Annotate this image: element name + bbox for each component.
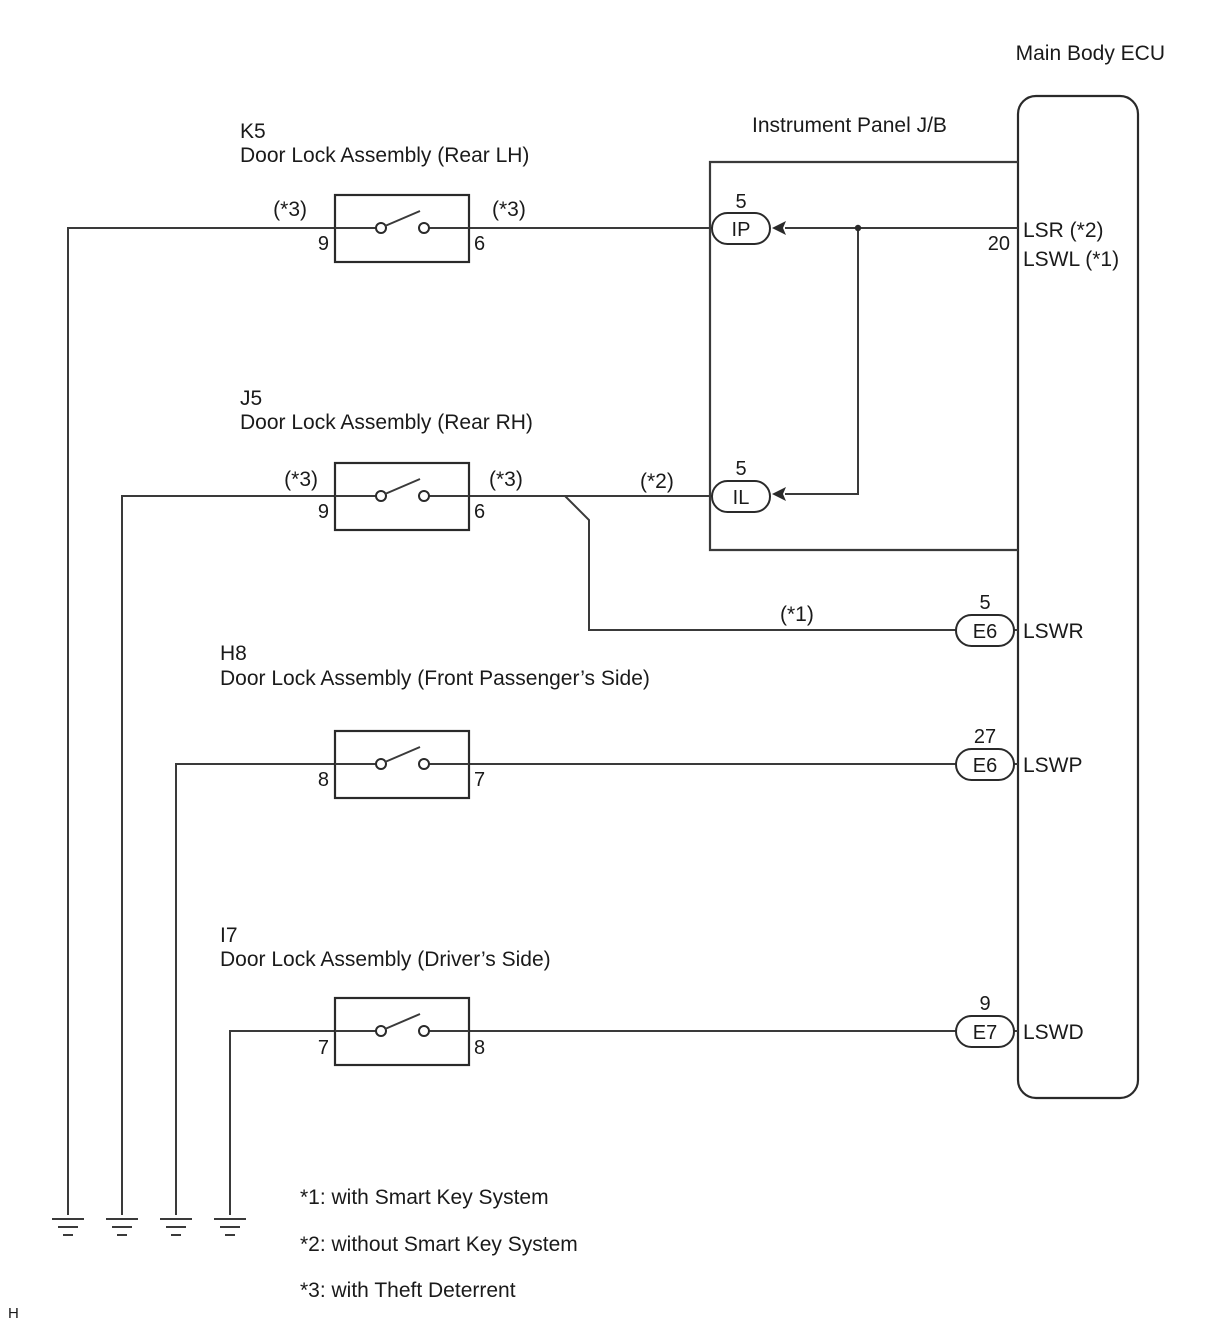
- connector-e7-lswd-pin: 9: [979, 993, 990, 1015]
- door-lock-switch-j5: [333, 461, 471, 532]
- j5-pin-right: 6: [474, 501, 485, 523]
- main-body-ecu: [1016, 94, 1140, 1100]
- connector-ip: IP: [711, 212, 786, 245]
- connector-e6-lswp-pin: 27: [974, 726, 996, 748]
- j5-note-il: (*2): [640, 470, 674, 493]
- junction-block-outline: [708, 160, 1018, 552]
- connector-ip-pin: 5: [735, 191, 746, 213]
- j5-note-right: (*3): [489, 468, 523, 491]
- ecu-signal-lswl: LSWL (*1): [1023, 248, 1119, 271]
- connector-il: IL: [711, 480, 786, 513]
- connector-il-name: IL: [733, 487, 750, 509]
- connector-e7-lswd: E7: [955, 1015, 1015, 1048]
- connector-e6-lswp: E6: [955, 748, 1015, 781]
- door-lock-switch-i7: [333, 996, 471, 1067]
- ecu-signal-lswd: LSWD: [1023, 1021, 1084, 1044]
- j5-note-left: (*3): [284, 468, 318, 491]
- connector-e7-lswd-name: E7: [973, 1022, 997, 1044]
- j5-name: Door Lock Assembly (Rear RH): [240, 411, 533, 434]
- ecu-signal-lswr: LSWR: [1023, 620, 1084, 643]
- connector-il-pin: 5: [735, 458, 746, 480]
- ground-symbol: [106, 1218, 138, 1236]
- ecu-signal-lswp: LSWP: [1023, 754, 1083, 777]
- k5-note-right: (*3): [492, 198, 526, 221]
- legend-note-2: *2: without Smart Key System: [300, 1233, 578, 1256]
- j5-note-lswr: (*1): [780, 603, 814, 626]
- j5-code: J5: [240, 387, 262, 410]
- connector-e6-lswr: E6: [955, 614, 1015, 647]
- signal-wires: [469, 227, 1018, 1032]
- h8-pin-right: 7: [474, 769, 485, 791]
- ground-wires: [67, 227, 335, 1215]
- k5-pin-right: 6: [474, 233, 485, 255]
- connector-ip-name: IP: [732, 219, 751, 241]
- connector-e6-lswr-pin: 5: [979, 592, 990, 614]
- k5-name: Door Lock Assembly (Rear LH): [240, 144, 529, 167]
- k5-note-left: (*3): [273, 198, 307, 221]
- ecu-signal-lsr: LSR (*2): [1023, 219, 1104, 242]
- k5-pin-left: 9: [318, 233, 329, 255]
- h8-code: H8: [220, 642, 247, 665]
- i7-pin-right: 8: [474, 1037, 485, 1059]
- legend-note-1: *1: with Smart Key System: [300, 1186, 549, 1209]
- ecu-pin-lsr: 20: [988, 233, 1010, 255]
- j5-pin-left: 9: [318, 501, 329, 523]
- h8-name: Door Lock Assembly (Front Passenger’s Si…: [220, 667, 650, 690]
- splice-point: [854, 224, 862, 232]
- ground-symbol: [52, 1218, 84, 1236]
- i7-name: Door Lock Assembly (Driver’s Side): [220, 948, 551, 971]
- junction-block-title: Instrument Panel J/B: [752, 114, 947, 137]
- door-lock-switch-h8: [333, 729, 471, 800]
- connector-e6-lswp-name: E6: [973, 755, 997, 777]
- h8-pin-left: 8: [318, 769, 329, 791]
- i7-code: I7: [220, 924, 238, 947]
- connector-e6-lswr-name: E6: [973, 621, 997, 643]
- door-lock-switch-k5: [333, 193, 471, 264]
- ground-symbol: [160, 1218, 192, 1236]
- legend-note-3: *3: with Theft Deterrent: [300, 1279, 516, 1302]
- ground-symbol: [214, 1218, 246, 1236]
- ecu-title: Main Body ECU: [1016, 42, 1165, 65]
- i7-pin-left: 7: [318, 1037, 329, 1059]
- k5-code: K5: [240, 120, 266, 143]
- corner-mark: H: [8, 1305, 19, 1322]
